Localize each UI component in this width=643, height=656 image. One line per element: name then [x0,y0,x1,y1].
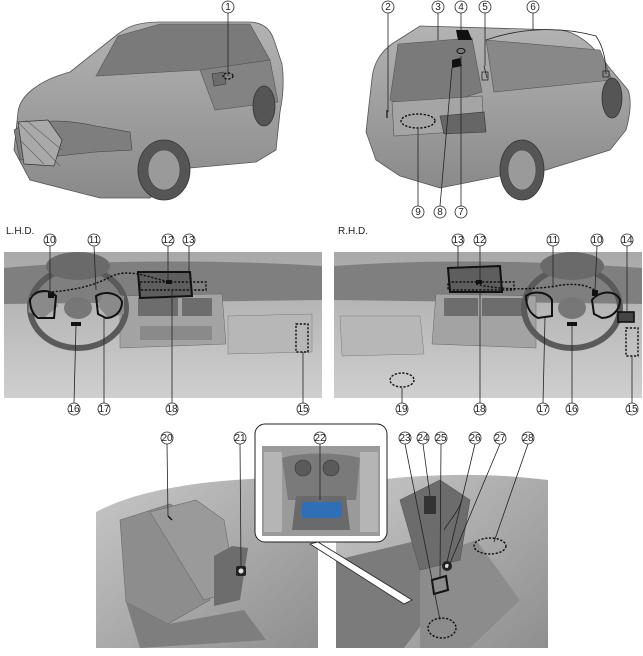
callout-circle-c25 [434,431,448,445]
callout-number-c20: 20 [161,433,173,444]
callout-number-c22: 22 [314,433,326,444]
callout-number-c12b: 12 [474,235,486,246]
callout-number-c10a: 10 [44,235,56,246]
callout-circle-c15a [296,402,310,416]
callout-circle-c10a [43,233,57,247]
callout-number-c10b: 10 [591,235,603,246]
callout-number-c13a: 13 [183,235,195,246]
callout-number-c1: 1 [225,2,231,13]
callout-number-c2: 2 [385,2,391,13]
callout-number-c18a: 18 [166,404,178,415]
callout-leader-c16a [73,325,77,404]
callout-number-c15b: 15 [626,404,638,415]
callout-circle-c11a [87,233,101,247]
callout-circle-c11b [546,233,560,247]
callout-number-c4: 4 [458,2,464,13]
callout-circle-c22 [313,431,327,445]
callout-circle-c5 [478,0,492,14]
callout-leader-c8 [439,67,453,207]
charger-pad [302,502,342,518]
rhd-dashboard-illustration [334,252,642,398]
callout-number-c27: 27 [494,433,506,444]
callout-number-c9: 9 [415,207,421,218]
callout-circle-c13a [182,233,196,247]
callout-number-c19: 19 [396,404,408,415]
callout-circle-c14 [620,233,634,247]
callout-number-c3: 3 [435,2,441,13]
callout-circle-c17b [536,402,550,416]
callout-circle-c12b [473,233,487,247]
callout-circle-c4 [454,0,468,14]
callout-leader-c21 [239,443,242,567]
callout-number-c11b: 11 [548,235,559,246]
callout-circle-c10b [590,233,604,247]
callout-number-c21: 21 [234,433,246,444]
callout-number-c17a: 17 [98,404,110,415]
callout-circle-c2 [381,0,395,14]
callout-number-c24: 24 [417,433,429,444]
rhd-label: R.H.D. [338,226,368,237]
callout-circle-c28 [521,431,535,445]
callout-leader-c25 [439,443,442,579]
callout-number-c13b: 13 [452,235,464,246]
callout-leader-c17b [542,317,546,404]
callout-circle-c12a [161,233,175,247]
callout-leader-c20 [166,443,169,517]
callout-number-c18b: 18 [474,404,486,415]
wireless-charger-inset [254,423,413,605]
front-car-illustration [13,21,284,201]
callout-number-c25: 25 [435,433,447,444]
callout-number-c5: 5 [482,2,488,13]
callout-number-c28: 28 [522,433,534,444]
callout-circle-c20 [160,431,174,445]
callout-circle-c8 [433,205,447,219]
callout-number-c16b: 16 [566,404,578,415]
callout-circle-c18a [165,402,179,416]
callout-leader-c23 [404,443,441,621]
callout-number-c23: 23 [399,433,411,444]
callout-circle-c7 [454,205,468,219]
callout-circle-c24 [416,431,430,445]
callout-leader-c28 [493,443,529,543]
callout-circle-c19 [395,402,409,416]
callout-number-c7: 7 [458,207,464,218]
callout-number-c11a: 11 [89,235,100,246]
callout-circle-c18b [473,402,487,416]
callout-leader-c26 [446,443,476,563]
callout-circle-c13b [451,233,465,247]
callout-leader-c27 [447,443,501,569]
callout-circle-c21 [233,431,247,445]
callout-circle-c27 [493,431,507,445]
callout-number-c15a: 15 [297,404,309,415]
callout-circle-c17a [97,402,111,416]
callout-number-c12a: 12 [162,235,174,246]
callout-circle-c23 [398,431,412,445]
callout-circle-c9 [411,205,425,219]
callout-number-c8: 8 [437,207,443,218]
callout-circle-c1 [221,0,235,14]
callout-circle-c16a [67,402,81,416]
callout-leader-c11a [93,245,97,291]
callout-leader-c24 [422,443,431,497]
callout-circle-c3 [431,0,445,14]
callout-number-c16a: 16 [68,404,80,415]
lhd-label: L.H.D. [6,226,34,237]
callout-leader-c10b [594,245,598,291]
callout-number-c17b: 17 [537,404,549,415]
callout-number-c6: 6 [530,2,536,13]
callout-number-c26: 26 [469,433,481,444]
callout-circle-c15b [625,402,639,416]
rear-car-illustration [365,25,631,201]
callout-circle-c16b [565,402,579,416]
callout-circle-c6 [526,0,540,14]
lhd-dashboard-illustration [4,252,322,398]
callout-number-c14: 14 [621,235,633,246]
callout-circle-c26 [468,431,482,445]
